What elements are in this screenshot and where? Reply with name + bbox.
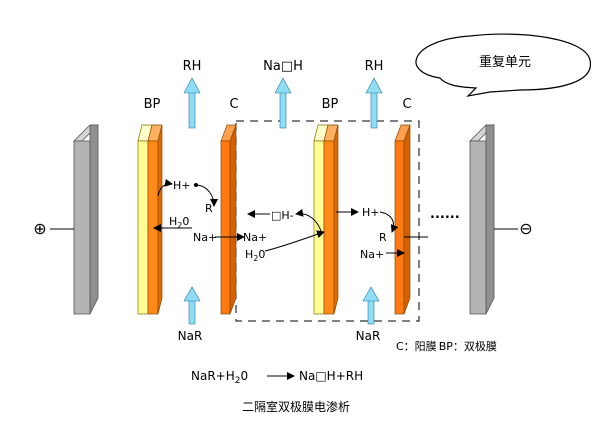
label-c-1: C <box>229 97 238 112</box>
inflow-arrow-nar-right <box>362 286 380 325</box>
cation-membrane-2 <box>394 124 411 315</box>
anode-electrode <box>73 124 99 315</box>
cation-membrane-1 <box>220 124 237 315</box>
oh-emission-curve <box>295 208 323 235</box>
label-bp-1: BP <box>144 97 161 112</box>
equation-left: NaR+H20 <box>191 369 248 386</box>
equation-right: Na□H+RH <box>299 369 363 383</box>
outflow-arrow-rh-right <box>365 77 383 129</box>
ion-h-plus-1: H+ <box>173 179 191 192</box>
label-rh-right: RH <box>365 59 384 74</box>
cathode-symbol: ⊖ <box>519 219 532 238</box>
anode-symbol: ⊕ <box>33 219 46 238</box>
callout-text: 重复单元 <box>479 54 531 70</box>
continuation-dots: ...... <box>430 207 460 222</box>
h-plus-emission-arrow-1 <box>157 178 173 197</box>
ion-na-plus-1: Na+ <box>193 231 217 244</box>
ion-h-plus-2: H+ <box>362 206 380 219</box>
ion-r-2: R <box>379 231 387 244</box>
legend-bp: BP：双极膜 <box>439 339 497 353</box>
label-bp-2: BP <box>322 97 339 112</box>
ion-dot-1 <box>194 183 198 187</box>
ion-na-plus-2: Na+ <box>243 231 267 244</box>
bipolar-membrane-2 <box>313 124 339 315</box>
ion-h2o-2: H20 <box>245 248 265 263</box>
h-plus-to-r-arrow-2 <box>379 211 399 233</box>
outflow-arrow-rh-left <box>183 77 201 129</box>
callout-bubble: 重复单元 <box>415 33 591 97</box>
ion-oh-minus: □H- <box>271 209 294 222</box>
label-c-2: C <box>402 97 411 112</box>
cathode-electrode <box>469 124 495 315</box>
label-nar-right: NaR <box>356 329 381 343</box>
label-rh-left: RH <box>183 59 202 74</box>
na-to-bp-arrow <box>264 230 325 252</box>
h-plus-to-r-arrow-1 <box>196 184 218 207</box>
ion-h2o-1: H20 <box>169 215 189 230</box>
legend-c: C：阳膜 <box>396 340 437 353</box>
outflow-arrow-naoh <box>274 77 292 129</box>
label-naoh: Na□H <box>263 59 303 74</box>
inflow-arrow-nar-left <box>183 286 201 325</box>
label-nar-left: NaR <box>178 329 203 343</box>
figure-caption: 二隔室双极膜电渗析 <box>242 399 350 414</box>
ion-r-1: R <box>205 202 213 215</box>
bipolar-membrane-1 <box>137 124 163 315</box>
ion-na-plus-3: Na+ <box>360 248 384 261</box>
